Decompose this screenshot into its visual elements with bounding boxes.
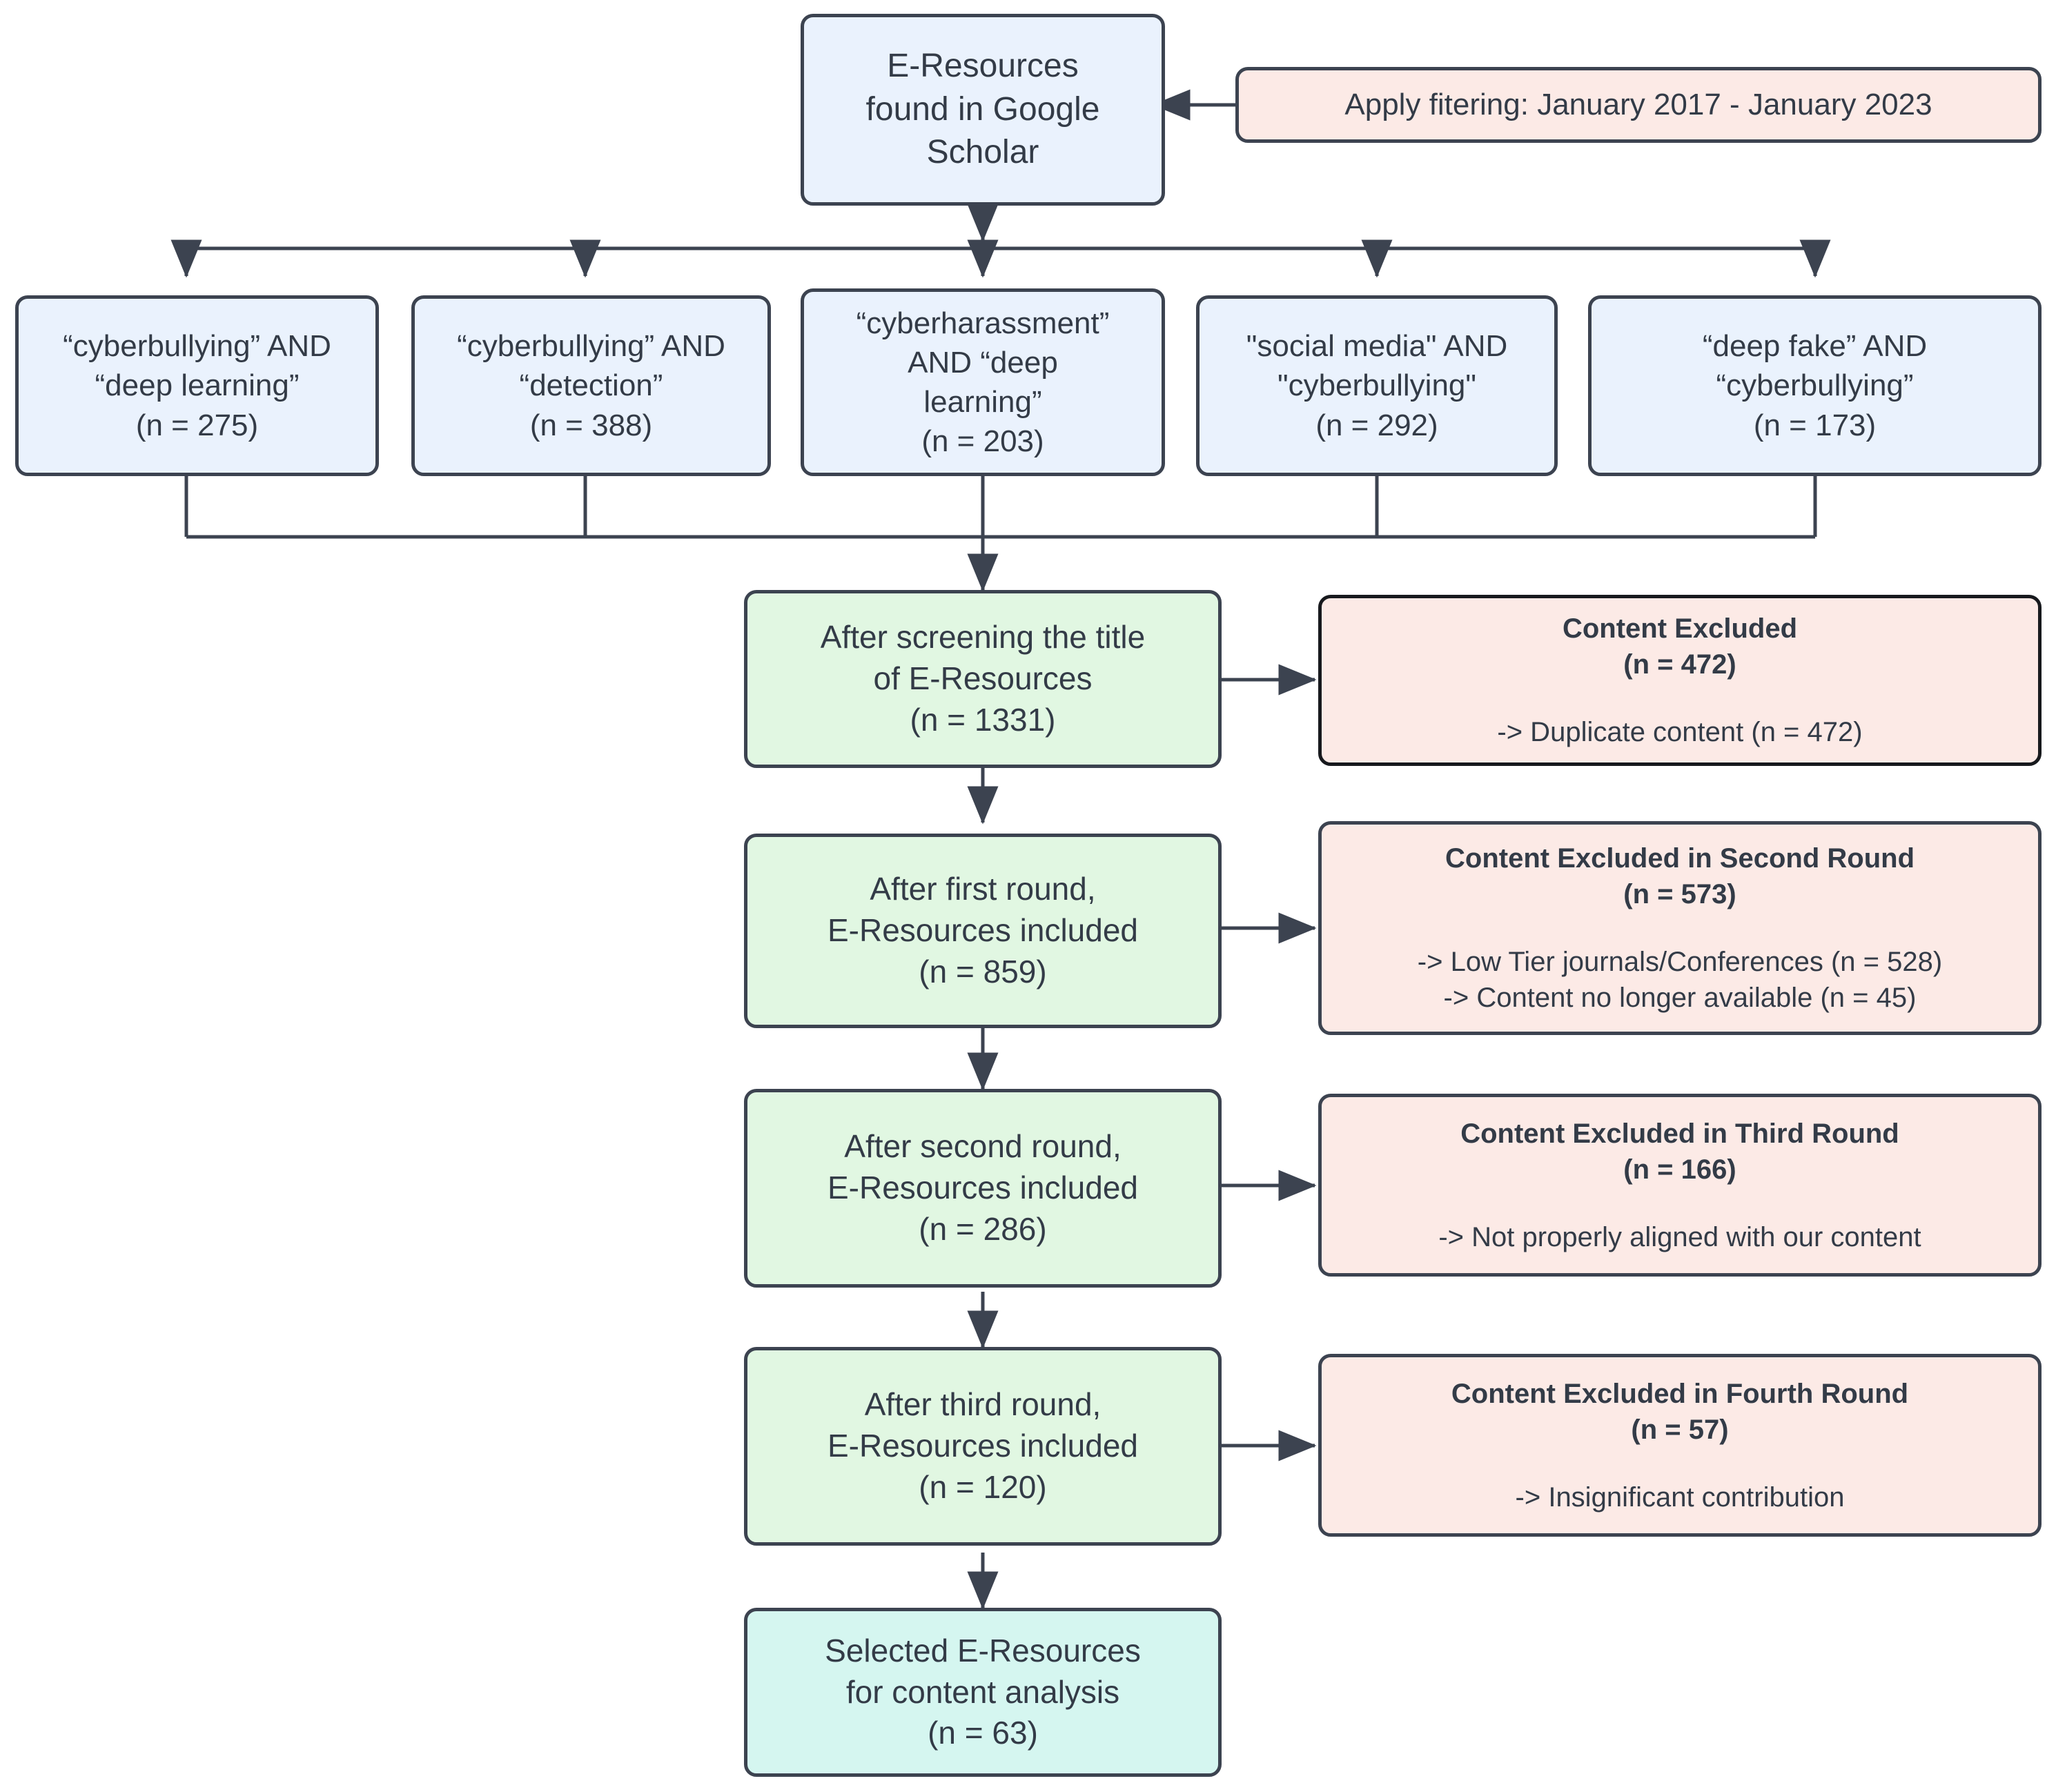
excluded-node-1[interactable]: Content Excluded (n = 472) -> Duplicate … <box>1318 595 2042 766</box>
query-3-count: (n = 203) <box>921 424 1044 459</box>
stage-4-count: (n = 120) <box>919 1468 1047 1505</box>
query-3-line-3: learning” <box>923 385 1042 419</box>
query-5-count: (n = 173) <box>1753 408 1877 442</box>
stage-3-count: (n = 286) <box>919 1210 1047 1247</box>
excluded-1-reason-1: -> Duplicate content (n = 472) <box>1497 717 1863 747</box>
query-node-1[interactable]: “cyberbullying” AND “deep learning” (n =… <box>15 295 379 476</box>
final-node[interactable]: Selected E-Resources for content analysi… <box>744 1608 1222 1777</box>
source-node[interactable]: E-Resources found in Google Scholar <box>801 14 1165 206</box>
source-line-3: Scholar <box>926 134 1039 171</box>
excluded-2-reason-2: -> Content no longer available (n = 45) <box>1443 983 1917 1013</box>
stage-node-2[interactable]: After first round, E-Resources included … <box>744 834 1222 1028</box>
query-3-line-1: “cyberharassment” <box>856 306 1110 340</box>
final-count: (n = 63) <box>928 1715 1038 1751</box>
excluded-1-count: (n = 472) <box>1623 649 1736 680</box>
filter-note[interactable]: Apply fitering: January 2017 - January 2… <box>1235 67 2042 143</box>
final-line-2: for content analysis <box>845 1673 1120 1710</box>
excluded-4-reason-1: -> Insignificant contribution <box>1515 1481 1845 1513</box>
stage-1-line-1: After screening the title <box>820 619 1146 656</box>
excluded-2-count: (n = 573) <box>1623 879 1736 909</box>
query-4-line-2: "cyberbullying" <box>1277 368 1477 403</box>
stage-2-line-2: E-Resources included <box>827 912 1138 949</box>
query-2-line-1: “cyberbullying” AND <box>457 329 725 364</box>
stage-2-count: (n = 859) <box>919 953 1047 989</box>
stage-node-3[interactable]: After second round, E-Resources included… <box>744 1089 1222 1288</box>
query-2-line-2: “detection” <box>519 368 663 403</box>
query-1-line-1: “cyberbullying” AND <box>63 329 331 364</box>
stage-node-4[interactable]: After third round, E-Resources included … <box>744 1347 1222 1546</box>
stage-4-line-1: After third round, <box>864 1386 1102 1423</box>
excluded-3-reason-1: -> Not properly aligned with our content <box>1438 1221 1921 1252</box>
query-5-line-2: “cyberbullying” <box>1716 368 1914 403</box>
stage-4-line-2: E-Resources included <box>827 1428 1138 1464</box>
query-2-count: (n = 388) <box>529 408 653 442</box>
query-4-line-1: "social media" AND <box>1246 329 1508 364</box>
excluded-2-header: Content Excluded in Second Round <box>1445 843 1915 874</box>
excluded-2-reason-1: -> Low Tier journals/Conferences (n = 52… <box>1417 947 1943 977</box>
excluded-1-header: Content Excluded <box>1562 613 1798 644</box>
excluded-3-count: (n = 166) <box>1623 1154 1736 1185</box>
excluded-4-count: (n = 57) <box>1631 1414 1729 1445</box>
stage-3-line-2: E-Resources included <box>827 1170 1138 1206</box>
excluded-3-header: Content Excluded in Third Round <box>1460 1118 1899 1149</box>
stage-node-1[interactable]: After screening the title of E-Resources… <box>744 590 1222 768</box>
stage-2-line-1: After first round, <box>870 871 1096 907</box>
query-4-count: (n = 292) <box>1315 408 1438 442</box>
source-line-1: E-Resources <box>887 48 1079 85</box>
query-node-4[interactable]: "social media" AND "cyberbullying" (n = … <box>1196 295 1558 476</box>
query-node-2[interactable]: “cyberbullying” AND “detection” (n = 388… <box>411 295 771 476</box>
excluded-node-4[interactable]: Content Excluded in Fourth Round (n = 57… <box>1318 1354 2042 1537</box>
query-node-3[interactable]: “cyberharassment” AND “deep learning” (n… <box>801 288 1165 476</box>
query-node-5[interactable]: “deep fake” AND “cyberbullying” (n = 173… <box>1588 295 2042 476</box>
final-line-1: Selected E-Resources <box>825 1632 1141 1668</box>
stage-1-count: (n = 1331) <box>910 701 1056 738</box>
excluded-node-3[interactable]: Content Excluded in Third Round (n = 166… <box>1318 1094 2042 1277</box>
query-1-count: (n = 275) <box>135 408 259 442</box>
filter-note-label: Apply fitering: January 2017 - January 2… <box>1344 88 1932 122</box>
stage-3-line-1: After second round, <box>844 1128 1122 1165</box>
stage-1-line-2: of E-Resources <box>873 660 1093 697</box>
excluded-4-header: Content Excluded in Fourth Round <box>1451 1378 1909 1409</box>
query-5-line-1: “deep fake” AND <box>1702 329 1928 364</box>
source-line-2: found in Google <box>865 90 1100 128</box>
query-3-line-2: AND “deep <box>908 345 1058 380</box>
query-1-line-2: “deep learning” <box>95 368 300 403</box>
excluded-node-2[interactable]: Content Excluded in Second Round (n = 57… <box>1318 821 2042 1035</box>
